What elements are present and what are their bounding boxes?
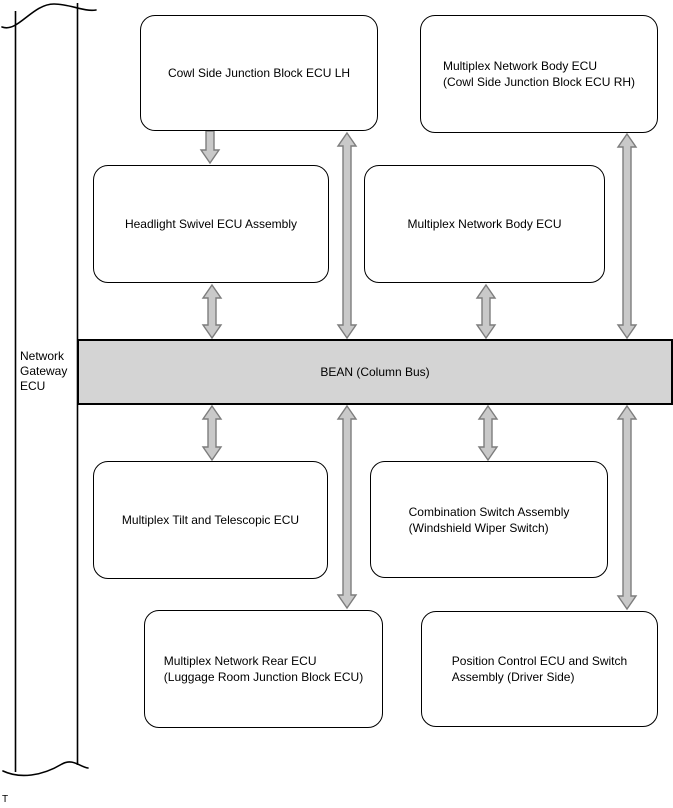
arrow-bus-tilt-telescopic-icon — [201, 404, 223, 462]
node-headlight-swivel: Headlight Swivel ECU Assembly — [93, 165, 329, 283]
node-multiplex-rear: Multiplex Network Rear ECU (Luggage Room… — [144, 610, 383, 728]
node-label: Position Control ECU and Switch Assembly… — [451, 654, 628, 684]
node-label: Multiplex Network Rear ECU (Luggage Room… — [163, 654, 364, 684]
node-position-control: Position Control ECU and Switch Assembly… — [421, 611, 658, 727]
node-cowl-side-junction-lh: Cowl Side Junction Block ECU LH — [140, 15, 378, 131]
bean-column-bus: BEAN (Column Bus) — [77, 339, 673, 405]
arrow-cowl-lh-bus-icon — [336, 131, 358, 340]
arrow-bus-combination-switch-icon — [477, 404, 499, 462]
node-label: Headlight Swivel ECU Assembly — [124, 217, 298, 231]
arrow-body-rh-bus-icon — [616, 132, 638, 340]
node-label: Multiplex Network Body ECU (Cowl Side Ju… — [442, 59, 636, 89]
node-label: Combination Switch Assembly (Windshield … — [408, 504, 570, 535]
node-label: Cowl Side Junction Block ECU LH — [167, 66, 351, 80]
node-label: Multiplex Tilt and Telescopic ECU — [121, 513, 300, 527]
gateway-bar-top-break-line — [1, 3, 97, 29]
node-tilt-telescopic: Multiplex Tilt and Telescopic ECU — [93, 461, 328, 579]
arrow-multiplex-body-bus-icon — [475, 283, 497, 340]
arrow-headlight-swivel-bus-icon — [201, 283, 223, 340]
arrow-bus-position-control-icon — [616, 404, 638, 611]
footer-mark: T — [2, 794, 9, 805]
node-multiplex-body-rh: Multiplex Network Body ECU (Cowl Side Ju… — [420, 15, 658, 133]
node-combination-switch: Combination Switch Assembly (Windshield … — [370, 461, 608, 578]
network-gateway-ecu-label: Network Gateway ECU — [20, 349, 68, 393]
bus-label: BEAN (Column Bus) — [320, 365, 430, 379]
gateway-bar-bottom-break-line — [2, 761, 89, 777]
arrow-bus-multiplex-rear-icon — [336, 404, 358, 610]
node-label: Multiplex Network Body ECU — [407, 217, 562, 231]
arrow-cowl-lh-to-headlight-swivel-icon — [199, 130, 221, 165]
node-multiplex-body: Multiplex Network Body ECU — [364, 165, 605, 283]
